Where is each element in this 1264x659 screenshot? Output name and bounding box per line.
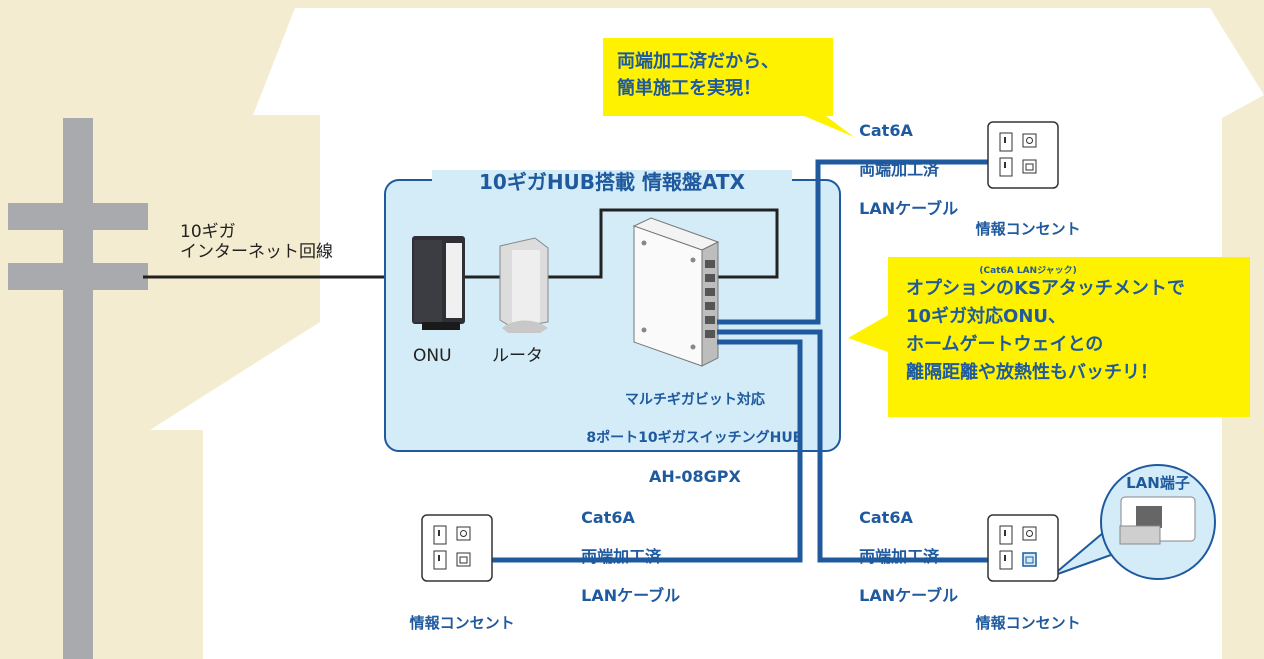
- pole-crossarm-upper: [8, 203, 148, 230]
- cable-label-line1: Cat6A: [581, 507, 635, 527]
- callout-right: オプションのKSアタッチメントで 10ギガ対応ONU、 ホームゲートウェイとの …: [888, 257, 1250, 417]
- cable-label-line3: LANケーブル: [581, 585, 681, 605]
- cable-label-line2: 両端加工済: [859, 159, 940, 179]
- callout-top: 両端加工済だから、 簡単施工を実現！: [603, 38, 833, 116]
- lan-cable-right-outlet: [717, 329, 988, 563]
- internet-label-line2: インターネット回線: [180, 242, 333, 263]
- outlet-label-main: 情報コンセント: [409, 614, 515, 633]
- callout-top-line1: 両端加工済だから、: [617, 51, 779, 72]
- cable-label-right: Cat6A 両端加工済 LANケーブル: [848, 488, 958, 605]
- callout-top-line2: 簡単施工を実現！: [617, 78, 761, 99]
- onu-label: ONU: [413, 346, 452, 366]
- callout-right-line3: ホームゲートウェイとの: [906, 333, 1104, 355]
- outlet-label-main: 情報コンセント: [975, 614, 1081, 633]
- hub-label-line2: 8ポート10ギガスイッチングHUB: [586, 429, 804, 446]
- outlet-label-top: 情報コンセント (Cat6A LANジャック): [938, 200, 1108, 277]
- outlet-label-right: 情報コンセント (Cat6A LANジャック): [938, 594, 1108, 659]
- outlet-top: [987, 121, 1059, 189]
- cable-label-line2: 両端加工済: [859, 546, 940, 566]
- cable-label-line3: LANケーブル: [859, 198, 959, 218]
- outlet-label-left: 情報コンセント (Cat6A LANジャック): [372, 594, 542, 659]
- cable-label-top: Cat6A 両端加工済 LANケーブル: [848, 101, 958, 218]
- internet-line-label: 10ギガインターネット回線: [180, 222, 333, 263]
- callout-right-line4: 離隔距離や放熱性もバッチリ！: [906, 361, 1158, 383]
- callout-right-line1: オプションのKSアタッチメントで: [906, 278, 1185, 299]
- cable-label-left: Cat6A 両端加工済 LANケーブル: [570, 488, 680, 605]
- onu-device: [412, 236, 465, 330]
- callout-top-tail: [790, 110, 854, 137]
- hub-label-line1: マルチギガビット対応: [624, 391, 765, 408]
- router-hub-cable: [545, 208, 779, 279]
- callout-right-line2: 10ギガ対応ONU、: [906, 305, 1067, 327]
- lan-cable-top-outlet: [717, 159, 988, 325]
- cable-label-line2: 両端加工済: [581, 546, 662, 566]
- lan-terminal-label: LAN端子: [1126, 474, 1190, 492]
- utility-pole: [63, 118, 93, 659]
- hub-device: [632, 217, 720, 367]
- cable-label-line3: LANケーブル: [859, 585, 959, 605]
- lan-cable-left-outlet: [492, 339, 803, 563]
- callout-right-tail: [848, 315, 888, 352]
- router-label: ルータ: [492, 346, 543, 366]
- outlet-right: [987, 514, 1059, 582]
- internet-label-line1: 10ギガ: [180, 222, 236, 242]
- outlet-left: [421, 514, 493, 582]
- outlet-label-sub: (Cat6A LANジャック): [979, 265, 1077, 276]
- cable-label-line1: Cat6A: [859, 507, 913, 527]
- cable-label-line1: Cat6A: [859, 120, 913, 140]
- hub-label: マルチギガビット対応 8ポート10ギガスイッチングHUB AH-08GPX: [540, 372, 840, 488]
- router-device: [499, 237, 549, 333]
- hub-model: AH-08GPX: [648, 467, 741, 487]
- outlet-label-main: 情報コンセント: [975, 220, 1081, 239]
- atx-panel-title: 10ギガHUB搭載 情報盤ATX: [432, 170, 792, 194]
- pole-crossarm-lower: [8, 263, 148, 290]
